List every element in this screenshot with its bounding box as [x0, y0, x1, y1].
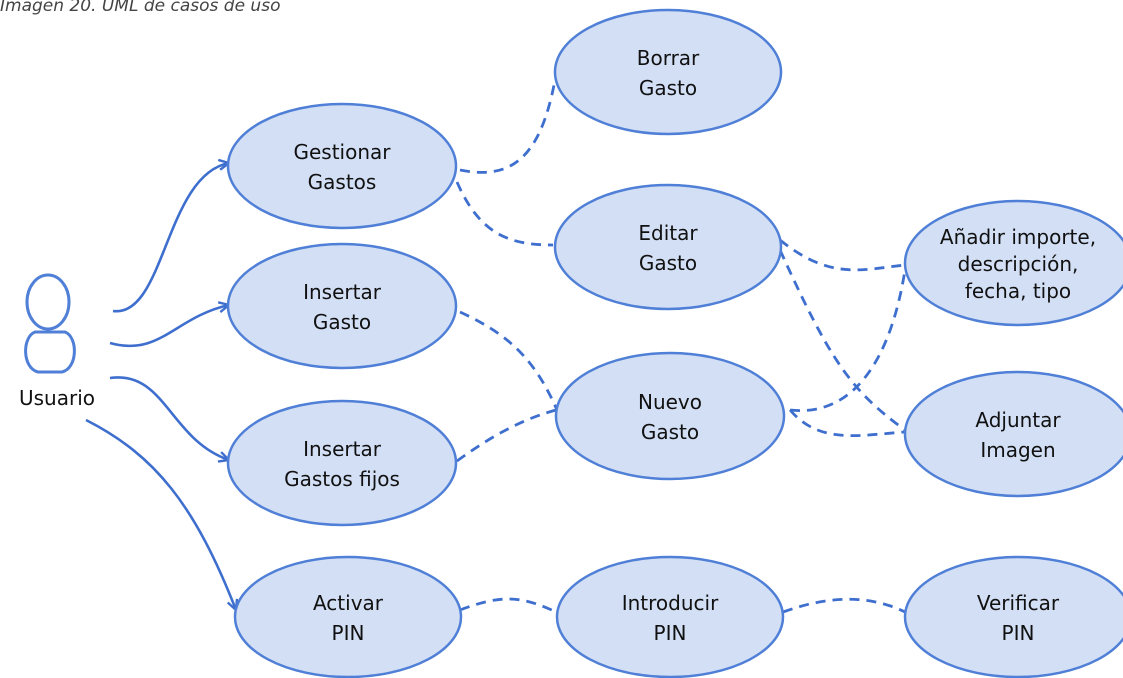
dependency-insertar-nuevo — [459, 310, 559, 411]
use-case-activar-pin[interactable]: Activar PIN — [233, 555, 463, 678]
use-case-nuevo-gasto[interactable]: Nuevo Gasto — [554, 351, 786, 481]
actor-label: Usuario — [19, 386, 95, 410]
dependency-editar-anadir — [779, 238, 906, 272]
uc-line: Insertar — [303, 280, 382, 304]
uc-line: Introducir — [622, 591, 719, 615]
uc-line: Insertar — [303, 437, 382, 461]
uc-line: Borrar — [637, 46, 700, 70]
uc-line: Gastos — [308, 170, 377, 194]
use-case-borrar-gasto[interactable]: Borrar Gasto — [553, 8, 783, 136]
association-gestionar — [112, 163, 229, 313]
dependency-nuevo-adjuntar — [788, 409, 906, 438]
use-case-editar-gasto[interactable]: Editar Gasto — [553, 183, 783, 311]
use-case-adjuntar-imagen[interactable]: Adjuntar Imagen — [903, 370, 1123, 498]
actor-head — [25, 273, 71, 331]
use-case-insertar-gasto[interactable]: Insertar Gasto — [226, 242, 458, 370]
uc-line: Gasto — [639, 76, 697, 100]
dependency-editar-adjuntar — [778, 249, 906, 432]
uc-line: Gasto — [641, 420, 699, 444]
uc-line: Gasto — [313, 310, 371, 334]
actor-usuario[interactable]: Usuario — [19, 273, 95, 410]
dependency-fijos-nuevo — [456, 408, 557, 463]
dependency-gestionar-editar — [455, 181, 554, 247]
uc-line: PIN — [654, 621, 687, 645]
uc-line: PIN — [332, 621, 365, 645]
uc-line: Gastos fijos — [284, 467, 400, 491]
actor-body — [24, 330, 76, 374]
figure-caption: Imagen 20. UML de casos de uso — [0, 0, 281, 16]
uc-line: descripción, — [958, 252, 1079, 276]
dependency-gestionar-borrar — [459, 79, 557, 174]
use-case-insertar-gastos-fijos[interactable]: Insertar Gastos fijos — [226, 399, 458, 527]
uc-line: Añadir importe, — [940, 225, 1096, 249]
uc-line: Editar — [638, 221, 698, 245]
uc-line: Gestionar — [293, 140, 391, 164]
uc-line: Activar — [313, 591, 384, 615]
use-case-verificar-pin[interactable]: Verificar PIN — [903, 555, 1123, 678]
uc-line: Verificar — [977, 591, 1060, 615]
dependency-nuevo-anadir — [789, 269, 907, 412]
dependency-activar-introducir — [459, 597, 557, 614]
dependency-introducir-verificar — [782, 597, 906, 614]
uc-line: Adjuntar — [975, 408, 1061, 432]
association-activar-pin — [85, 418, 236, 610]
uc-line: fecha, tipo — [965, 279, 1071, 303]
use-case-gestionar-gastos[interactable]: Gestionar Gastos — [226, 102, 458, 230]
uc-line: Imagen — [980, 438, 1055, 462]
use-case-introducir-pin[interactable]: Introducir PIN — [555, 555, 785, 678]
uc-line: Nuevo — [638, 390, 702, 414]
association-insertar — [109, 305, 229, 348]
association-insertar-fijos — [109, 376, 229, 460]
uc-line: Gasto — [639, 251, 697, 275]
uc-line: PIN — [1002, 621, 1035, 645]
use-case-anadir-datos[interactable]: Añadir importe, descripción, fecha, tipo — [903, 199, 1123, 327]
